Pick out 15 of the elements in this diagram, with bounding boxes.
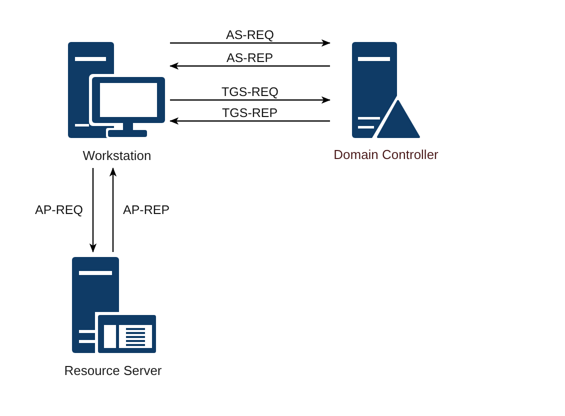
arrow (89, 168, 97, 252)
edge-label: AP-REQ (33, 203, 85, 217)
edge-label: TGS-REQ (220, 85, 280, 99)
edge-label: AP-REP (121, 203, 172, 217)
device-label: Domain Controller (334, 147, 438, 162)
arrow (170, 39, 330, 47)
arrow (170, 96, 330, 104)
device-label: Workstation (82, 148, 152, 163)
arrow (109, 168, 117, 252)
edge-label: AS-REP (224, 51, 276, 65)
edge-label: TGS-REP (220, 106, 280, 120)
arrow (170, 62, 330, 70)
arrow (170, 117, 330, 125)
edge-label: AS-REQ (224, 28, 276, 42)
device-label: Resource Server (64, 363, 162, 378)
